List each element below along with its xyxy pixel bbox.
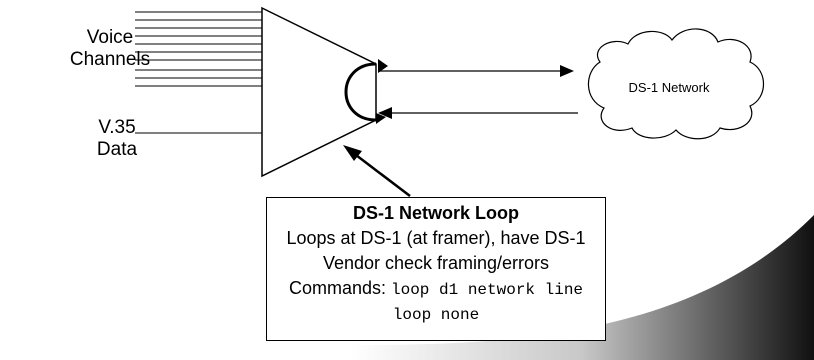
from-network-arrowhead	[378, 107, 392, 119]
ds1-network-cloud	[587, 28, 764, 140]
callout-box: DS-1 Network Loop Loops at DS-1 (at fram…	[266, 197, 606, 341]
command-2: loop none	[392, 306, 480, 324]
callout-pointer-line	[351, 151, 411, 197]
loopback-arc	[344, 62, 377, 122]
loop-arrowhead-bottom	[376, 113, 386, 124]
v35-data-label: V.35 Data	[72, 117, 162, 161]
voice-label-line1: Voice	[86, 27, 134, 48]
callout-line1: Loops at DS-1 (at framer), have DS-1	[286, 228, 586, 248]
callout-pointer-arrowhead	[343, 145, 362, 161]
callout-commands-row: Commands: loop d1 network line	[267, 276, 605, 303]
cloud-label: DS-1 Network	[628, 80, 710, 95]
callout-line2: Vendor check framing/errors	[322, 253, 550, 273]
v35-label-line2: Data	[96, 139, 138, 160]
callout-shadow	[350, 215, 814, 360]
to-network-arrowhead	[560, 65, 574, 77]
callout-title: DS-1 Network Loop	[352, 203, 519, 223]
command-1: loop d1 network line	[391, 281, 584, 299]
voice-channels-label: Voice Channels	[60, 27, 160, 71]
commands-label: Commands:	[288, 278, 386, 298]
voice-channel-lines	[135, 11, 262, 87]
v35-label-line1: V.35	[98, 117, 136, 138]
voice-label-line2: Channels	[69, 49, 151, 70]
loop-arrowhead-top	[378, 59, 388, 73]
